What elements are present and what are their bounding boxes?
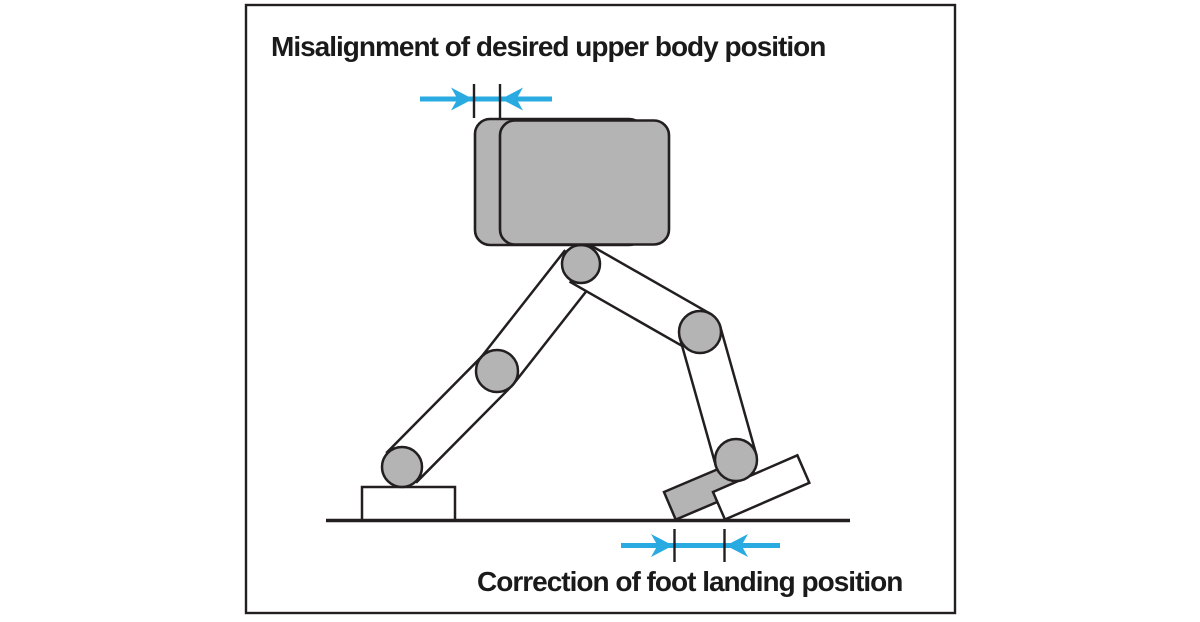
left-knee-joint	[474, 348, 520, 394]
bottom-measure	[621, 529, 780, 562]
bottom-left-arrow-icon	[726, 534, 748, 557]
upper-body-actual	[498, 119, 671, 246]
right-foot-corrected	[711, 453, 811, 522]
bottom-right-arrow-icon	[651, 534, 673, 557]
top-measure	[420, 84, 552, 118]
foot-landing-correction-label: Correction of foot landing position	[477, 566, 903, 597]
diagram-frame	[244, 3, 957, 615]
right-ankle-joint	[713, 437, 759, 483]
upper-body-misalignment-label: Misalignment of desired upper body posit…	[271, 31, 826, 62]
top-right-arrow-icon	[451, 87, 473, 111]
hip-joint	[560, 243, 602, 285]
top-left-arrow-icon	[501, 87, 523, 111]
left-foot	[360, 485, 457, 522]
left-ankle-joint	[380, 445, 424, 489]
right-knee-joint	[677, 309, 723, 355]
